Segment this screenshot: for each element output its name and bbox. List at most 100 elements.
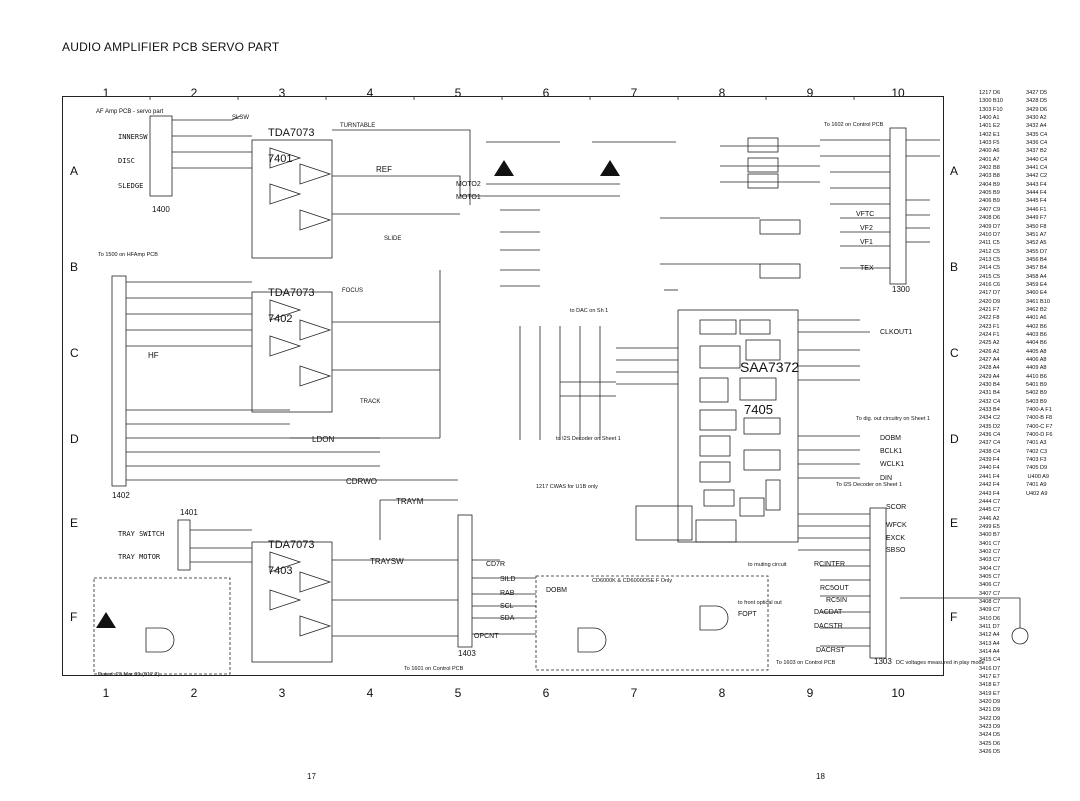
col-4: 4	[366, 86, 374, 100]
schematic-frame	[62, 96, 944, 676]
row-label-d-right: D	[950, 432, 959, 446]
signal-sda: SDA	[500, 615, 515, 622]
col-10: 10	[891, 686, 905, 700]
ic-7402-ref: 7402	[268, 313, 292, 325]
col-3: 3	[278, 86, 286, 100]
dated-label: Dated: 23 Mar 99 (912.2)	[98, 672, 160, 678]
row-label-f: F	[70, 610, 78, 624]
col-7: 7	[630, 86, 638, 100]
note-to-dac: to DAC on Sh 1	[570, 308, 608, 314]
signal-fopt: FOPT	[738, 611, 757, 618]
ic-saa7372-name: SAA7372	[740, 359, 799, 375]
note-i2s-decoder: to I2S Decoder on Sheet 1	[556, 436, 621, 442]
signal-moto1: MOTO1	[456, 194, 481, 201]
signal-traysw: TRAYSW	[370, 557, 404, 566]
note-to-1601: To 1601 on Control PCB	[404, 666, 464, 672]
ic-7403-ref: 7403	[268, 565, 292, 577]
signal-dacrst: DACRST	[816, 647, 846, 654]
note-cwas: 1217 CWAS for U1B only	[536, 484, 598, 490]
signal-din: DIN	[880, 475, 892, 482]
signal-moto2: MOTO2	[456, 181, 481, 188]
ic-7402-name: TDA7073	[268, 287, 314, 299]
page-number-left: 17	[307, 772, 316, 781]
row-label-b: B	[70, 260, 79, 274]
signal-track: TRACK	[360, 399, 380, 405]
reference-index-col-2: 3427 D5 3428 D5 3429 D6 3430 A2 3432 A4 …	[1026, 90, 1053, 497]
signal-rab: RAB	[500, 590, 515, 597]
note-dig-out: To dig. out circuitry on Sheet 1	[856, 416, 930, 422]
ic-7401-ref: 7401	[268, 153, 292, 165]
col-6: 6	[542, 86, 550, 100]
signal-vf2: VF2	[860, 225, 873, 232]
section-label: AF Amp PCB - servo part	[96, 109, 164, 115]
signal-clkout1: CLKOUT1	[880, 329, 912, 336]
note-muting: to muting circuit	[748, 562, 787, 568]
page-title: AUDIO AMPLIFIER PCB SERVO PART	[62, 40, 280, 54]
col-8: 8	[718, 86, 726, 100]
connector-1400: 1400	[152, 205, 170, 214]
switch-tray-switch: TRAY SWITCH	[118, 530, 164, 538]
signal-ref: REF	[376, 165, 392, 174]
row-label-c: C	[70, 346, 79, 360]
connector-1401: 1401	[180, 508, 198, 517]
row-label-a-right: A	[950, 164, 959, 178]
row-label-a: A	[70, 164, 79, 178]
col-5: 5	[454, 86, 462, 100]
signal-cdrwo: CDRWO	[346, 477, 377, 486]
signal-wfck: WFCK	[886, 522, 907, 529]
col-5: 5	[454, 686, 462, 700]
signal-dobm: DOBM	[546, 587, 567, 594]
col-3: 3	[278, 686, 286, 700]
note-cd6000k: CD6000K & CD6000OSE F Only	[592, 578, 672, 584]
col-4: 4	[366, 686, 374, 700]
signal-turntable: TURNTABLE	[340, 123, 375, 129]
col-8: 8	[718, 686, 726, 700]
signal-opcnt: OPCNT	[474, 633, 499, 640]
signal-cd7r: CD7R	[486, 561, 505, 568]
signal-dacdat: DACDAT	[814, 609, 843, 616]
note-i2s-decoder-2: To I2S Decoder on Sheet 1	[836, 482, 902, 488]
signal-scl: SCL	[500, 603, 514, 610]
signal-sbso: SBSO	[886, 547, 906, 554]
signal-dacstr: DACSTR	[814, 623, 843, 630]
signal-rc5out: RC5OUT	[820, 585, 850, 592]
row-label-e: E	[70, 516, 79, 530]
connector-1300: 1300	[892, 285, 910, 294]
signal-bclk1: BCLK1	[880, 448, 902, 455]
signal-rc5in: RC5IN	[826, 597, 847, 604]
col-1: 1	[102, 686, 110, 700]
row-label-c-right: C	[950, 346, 959, 360]
signal-rcinter: RCINTER	[814, 561, 845, 568]
ic-7401-name: TDA7073	[268, 127, 314, 139]
signal-vftc: VFTC	[856, 211, 874, 218]
switch-tray-motor: TRAY MOTOR	[118, 553, 161, 561]
signal-vf1: VF1	[860, 239, 873, 246]
note-dc-voltages: DC voltages measured in play mode	[896, 660, 985, 666]
col-1: 1	[102, 86, 110, 100]
signal-slide: SLIDE	[384, 236, 401, 242]
col-6: 6	[542, 686, 550, 700]
note-to-1500: To 1500 on HFAmp PCB	[98, 252, 158, 258]
signal-hf: HF	[148, 351, 159, 360]
col-2: 2	[190, 86, 198, 100]
connector-1303: 1303	[874, 657, 892, 666]
col-2: 2	[190, 686, 198, 700]
row-label-b-right: B	[950, 260, 959, 274]
connector-1403: 1403	[458, 649, 476, 658]
page-number-right: 18	[816, 772, 825, 781]
reference-index-col-1: 1217 D6 1300 B10 1303 F10 1400 A1 1401 E…	[979, 90, 1003, 756]
row-label-e-right: E	[950, 516, 959, 530]
col-9: 9	[806, 686, 814, 700]
col-9: 9	[806, 86, 814, 100]
col-7: 7	[630, 686, 638, 700]
signal-wclk1: WCLK1	[880, 461, 904, 468]
signal-scor: SCOR	[886, 504, 906, 511]
signal-focus: FOCUS	[342, 288, 363, 294]
ic-7403-name: TDA7073	[268, 539, 314, 551]
signal-tex: TEX	[860, 265, 874, 272]
column-header-bottom: 1 2 3 4 5 6 7 8 9 10	[62, 686, 942, 700]
row-label-d: D	[70, 432, 79, 446]
row-label-f-right: F	[950, 610, 958, 624]
switch-innersw: INNERSW	[118, 133, 148, 141]
